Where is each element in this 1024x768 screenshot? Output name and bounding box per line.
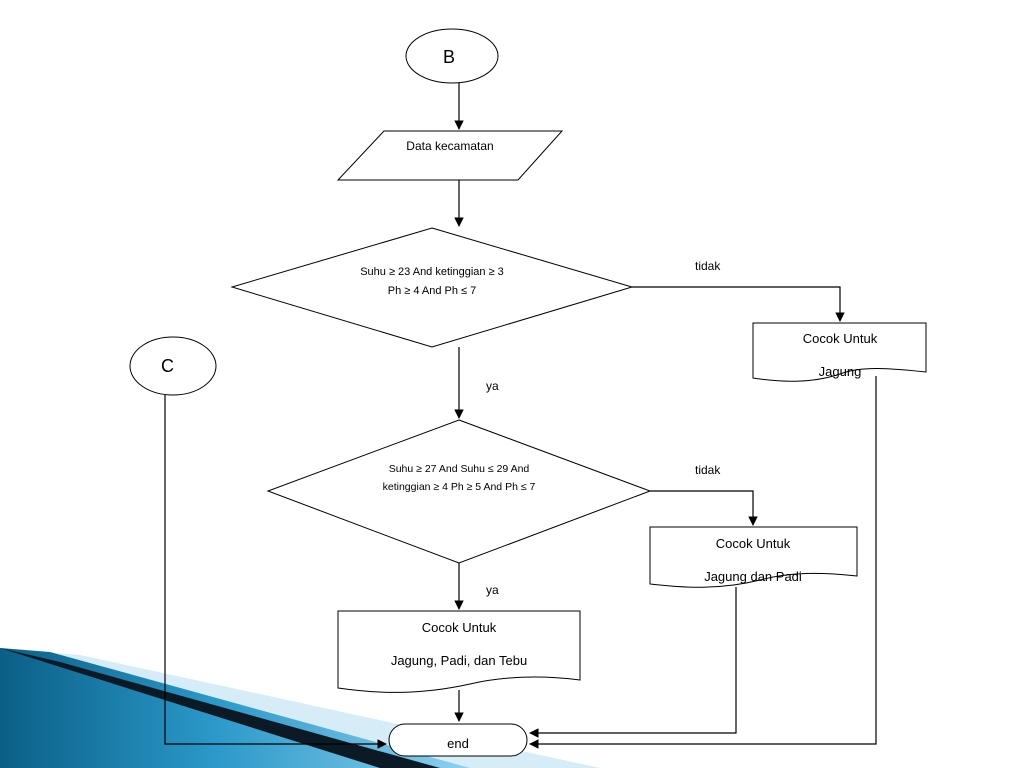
input-data-kecamatan: Data kecamatan	[336, 130, 564, 181]
output-jagung-padi: Cocok Untuk Jagung dan Padi	[649, 526, 858, 588]
decision-2-line2: ketinggian ≥ 4 Ph ≥ 5 And Ph ≤ 7	[383, 481, 536, 493]
output-jagung: Cocok Untuk Jagung	[752, 322, 927, 382]
flow-lines	[164, 83, 877, 749]
connector-b-label: B	[443, 47, 455, 67]
output-jagung-line1: Cocok Untuk	[803, 331, 878, 346]
decision-1-yes-label: ya	[486, 379, 499, 393]
input-label: Data kecamatan	[406, 139, 493, 153]
output-jagung-padi-line2: Jagung dan Padi	[704, 569, 802, 584]
connector-b: B	[405, 28, 499, 84]
output-jagung-padi-line1: Cocok Untuk	[716, 536, 791, 551]
decision-1: Suhu ≥ 23 And ketinggian ≥ 3 Ph ≥ 4 And …	[230, 227, 634, 348]
arrow-jagung-to-end	[529, 376, 877, 749]
output-jagung-padi-tebu-line2: Jagung, Padi, dan Tebu	[391, 653, 527, 668]
arrow-decision1-no	[632, 286, 845, 322]
decision-2-no-label: tidak	[695, 463, 721, 477]
connector-c-label: C	[161, 356, 174, 376]
decision-2: Suhu ≥ 27 And Suhu ≤ 29 And ketinggian ≥…	[266, 419, 652, 564]
decision-1-line1: Suhu ≥ 23 And ketinggian ≥ 3	[360, 266, 504, 278]
decision-1-line2: Ph ≥ 4 And Ph ≤ 7	[388, 285, 477, 297]
arrow-c-to-end	[164, 395, 387, 749]
decision-2-line1: Suhu ≥ 27 And Suhu ≤ 29 And	[389, 463, 530, 475]
decision-1-no-label: tidak	[695, 259, 721, 273]
arrow-decision2-no	[650, 490, 758, 526]
arrow-padi-to-end	[529, 587, 737, 738]
output-jagung-padi-tebu-line1: Cocok Untuk	[422, 620, 497, 635]
terminator-label: end	[447, 736, 469, 751]
output-jagung-padi-tebu: Cocok Untuk Jagung, Padi, dan Tebu	[337, 610, 581, 693]
decision-2-yes-label: ya	[486, 583, 499, 597]
output-jagung-line2: Jagung	[819, 364, 862, 379]
connector-c: C	[129, 336, 217, 396]
terminator-end: end	[388, 723, 528, 757]
